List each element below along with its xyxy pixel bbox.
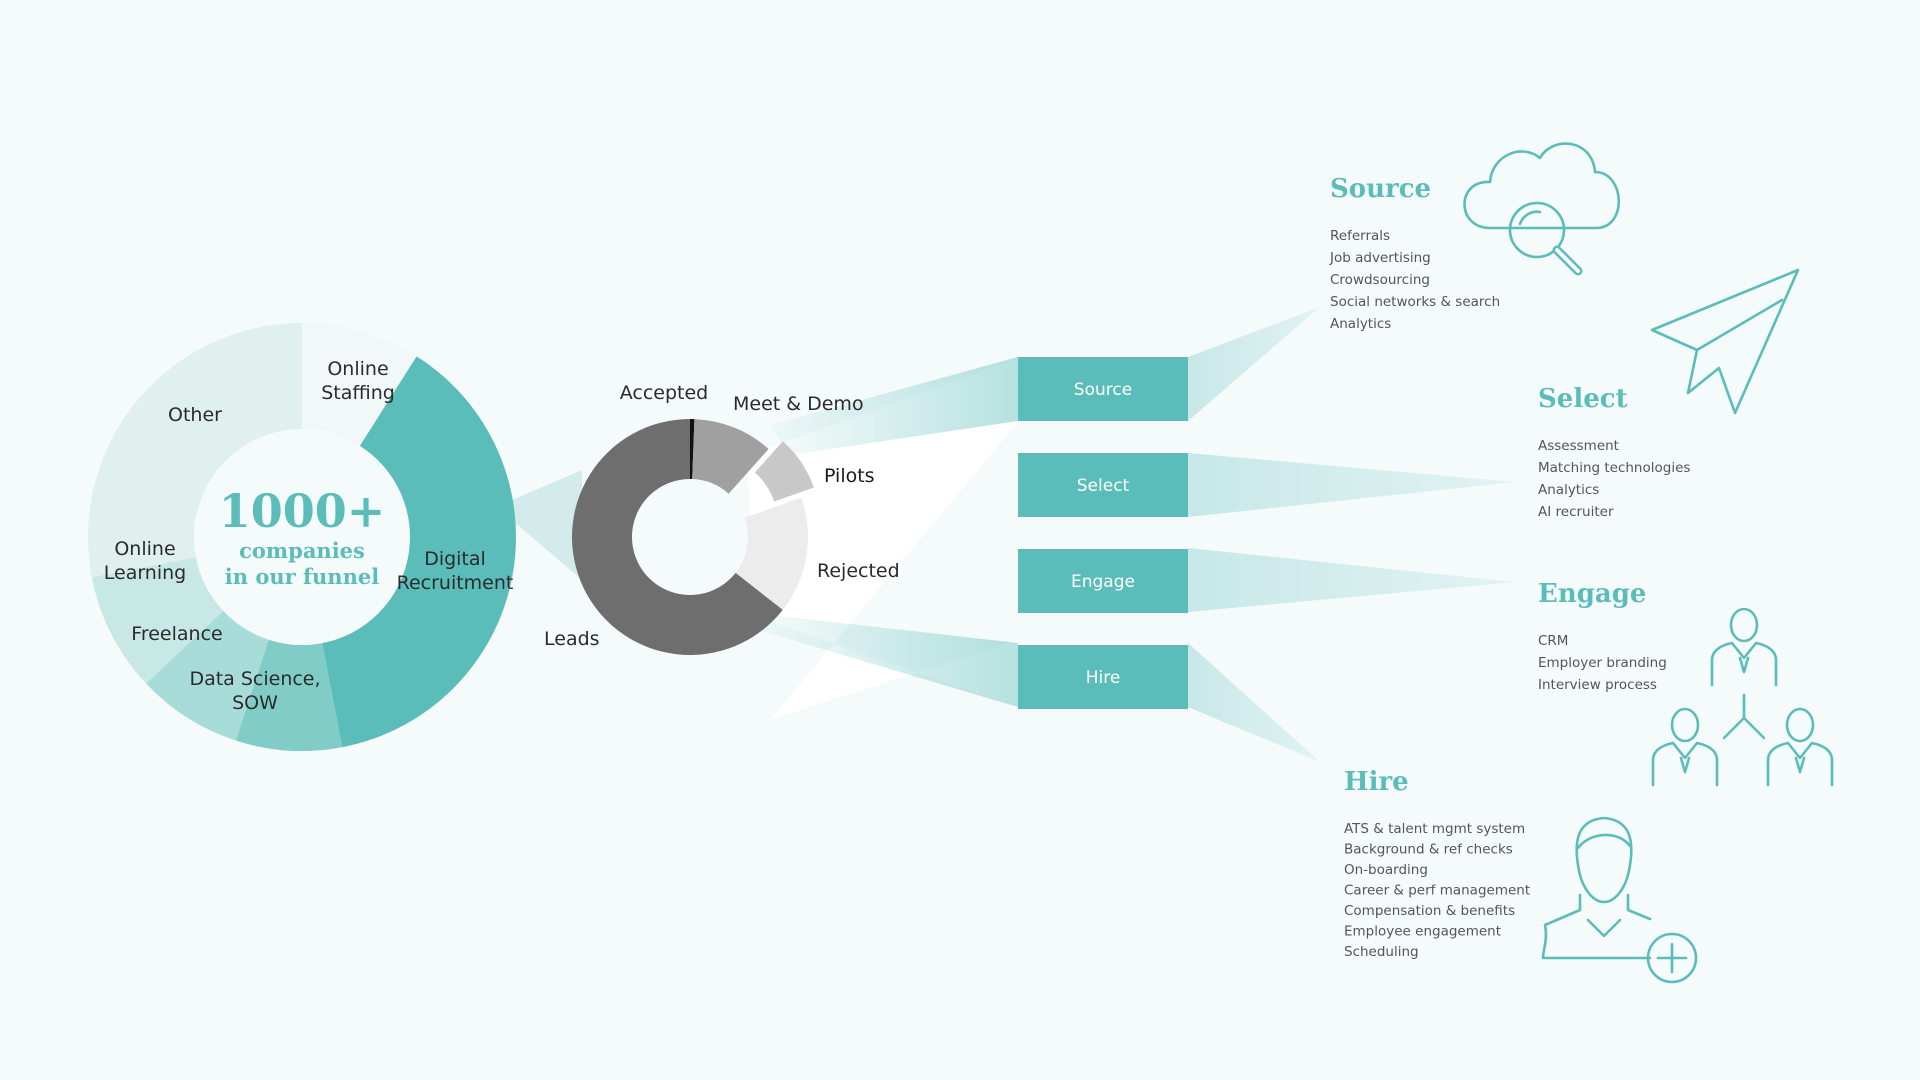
ring-segment-online-staffing <box>302 323 417 446</box>
add-user-icon <box>1541 816 1698 984</box>
donut-segment-rejected <box>735 497 808 610</box>
section-item: CRM <box>1538 633 1568 649</box>
section-item: Employer branding <box>1538 655 1667 671</box>
person-right-icon <box>1766 707 1834 787</box>
beam-engage-to-section <box>1188 548 1515 612</box>
ring-label-line: Staffing <box>321 382 395 404</box>
section-item: Analytics <box>1538 482 1599 498</box>
ring-label-line: SOW <box>232 692 278 714</box>
ring-label-data-science-sow: Data Science,SOW <box>189 668 320 714</box>
stage-box-select: Select <box>1018 453 1188 517</box>
donut-label-leads: Leads <box>544 628 600 650</box>
ring-label-line: Freelance <box>131 623 222 645</box>
ring-segment-online-learning <box>91 557 224 684</box>
section-item: Social networks & search <box>1330 294 1500 310</box>
beam-hire-to-section <box>1188 643 1320 762</box>
stage-box-bg <box>1018 645 1188 709</box>
company-segments-ring <box>87 323 516 751</box>
section-item: Scheduling <box>1344 944 1419 960</box>
section-item: Compensation & benefits <box>1344 903 1515 919</box>
ring-label-line: Online <box>327 358 388 380</box>
stage-box-hire: Hire <box>1018 645 1188 709</box>
section-title: Engage <box>1538 579 1646 609</box>
beam-donut-to-source <box>770 357 1018 455</box>
connector-beams <box>512 307 1515 762</box>
ring-label-line: Recruitment <box>397 572 514 594</box>
funnel-total-line1: companies <box>239 538 365 563</box>
section-item: Background & ref checks <box>1344 842 1513 858</box>
beam-donut-to-hire <box>752 615 1018 707</box>
section-title: Source <box>1330 174 1431 204</box>
stage-label: Select <box>1077 476 1130 496</box>
section-item: Career & perf management <box>1344 883 1530 899</box>
donut-label-accepted: Accepted <box>620 382 709 404</box>
donut-segment-accepted <box>690 419 695 480</box>
section-item: ATS & talent mgmt system <box>1344 821 1525 837</box>
stage-box-source: Source <box>1018 357 1188 421</box>
section-item: Assessment <box>1538 438 1619 454</box>
section-item: Job advertising <box>1329 250 1431 266</box>
section-item: Crowdsourcing <box>1330 272 1430 288</box>
ring-segment-freelance <box>146 610 269 741</box>
section-item: Interview process <box>1538 677 1657 693</box>
cloud-search-icon <box>1463 142 1620 276</box>
ring-label-line: Online <box>114 538 175 560</box>
pipeline-donut <box>571 419 814 656</box>
ring-segment-digital-recruitment <box>322 356 516 748</box>
section-item: Referrals <box>1330 228 1390 244</box>
section-title: Hire <box>1344 767 1409 797</box>
person-top-icon <box>1710 607 1778 687</box>
ring-label-other: Other <box>168 404 222 426</box>
section-title: Select <box>1538 384 1628 414</box>
donut-label-pilots: Pilots <box>824 465 875 487</box>
ring-label-line: Digital <box>424 548 486 570</box>
paper-plane-icon <box>1650 268 1800 415</box>
beam-select-to-section <box>1188 453 1515 517</box>
person-left-icon <box>1651 707 1719 787</box>
section-item: Employee engagement <box>1344 924 1501 940</box>
donut-segment-meet-demo <box>692 419 769 494</box>
stage-box-bg <box>1018 549 1188 613</box>
donut-label-meet-demo: Meet & Demo <box>733 393 864 415</box>
section-item: AI recruiter <box>1538 504 1614 520</box>
ring-segment-data-science-sow <box>235 639 343 751</box>
donut-segment-leads <box>571 419 783 656</box>
donut-label-rejected: Rejected <box>817 560 900 582</box>
people-network-icon <box>1651 607 1834 787</box>
ring-label-line: Data Science, <box>189 668 320 690</box>
ring-label-freelance: Freelance <box>131 623 222 645</box>
stage-box-bg <box>1018 357 1188 421</box>
stage-label: Engage <box>1071 572 1135 592</box>
section-item: Analytics <box>1330 316 1391 332</box>
stage-label: Source <box>1074 380 1132 400</box>
funnel-total: 1000+ companies in our funnel <box>219 484 386 589</box>
stage-label: Hire <box>1086 668 1121 688</box>
stage-box-bg <box>1018 453 1188 517</box>
funnel-total-number: 1000+ <box>219 484 386 538</box>
section-item: Matching technologies <box>1538 460 1690 476</box>
ring-label-line: Other <box>168 404 222 426</box>
beam-ring-to-donut <box>512 470 582 580</box>
stage-box-engage: Engage <box>1018 549 1188 613</box>
donut-segment-pilots <box>754 441 814 502</box>
funnel-total-line2: in our funnel <box>225 564 379 589</box>
section-item: On-boarding <box>1344 862 1428 878</box>
ring-segment-other <box>87 323 302 578</box>
ring-label-line: Learning <box>104 562 187 584</box>
beam-source-to-section <box>1188 307 1320 421</box>
